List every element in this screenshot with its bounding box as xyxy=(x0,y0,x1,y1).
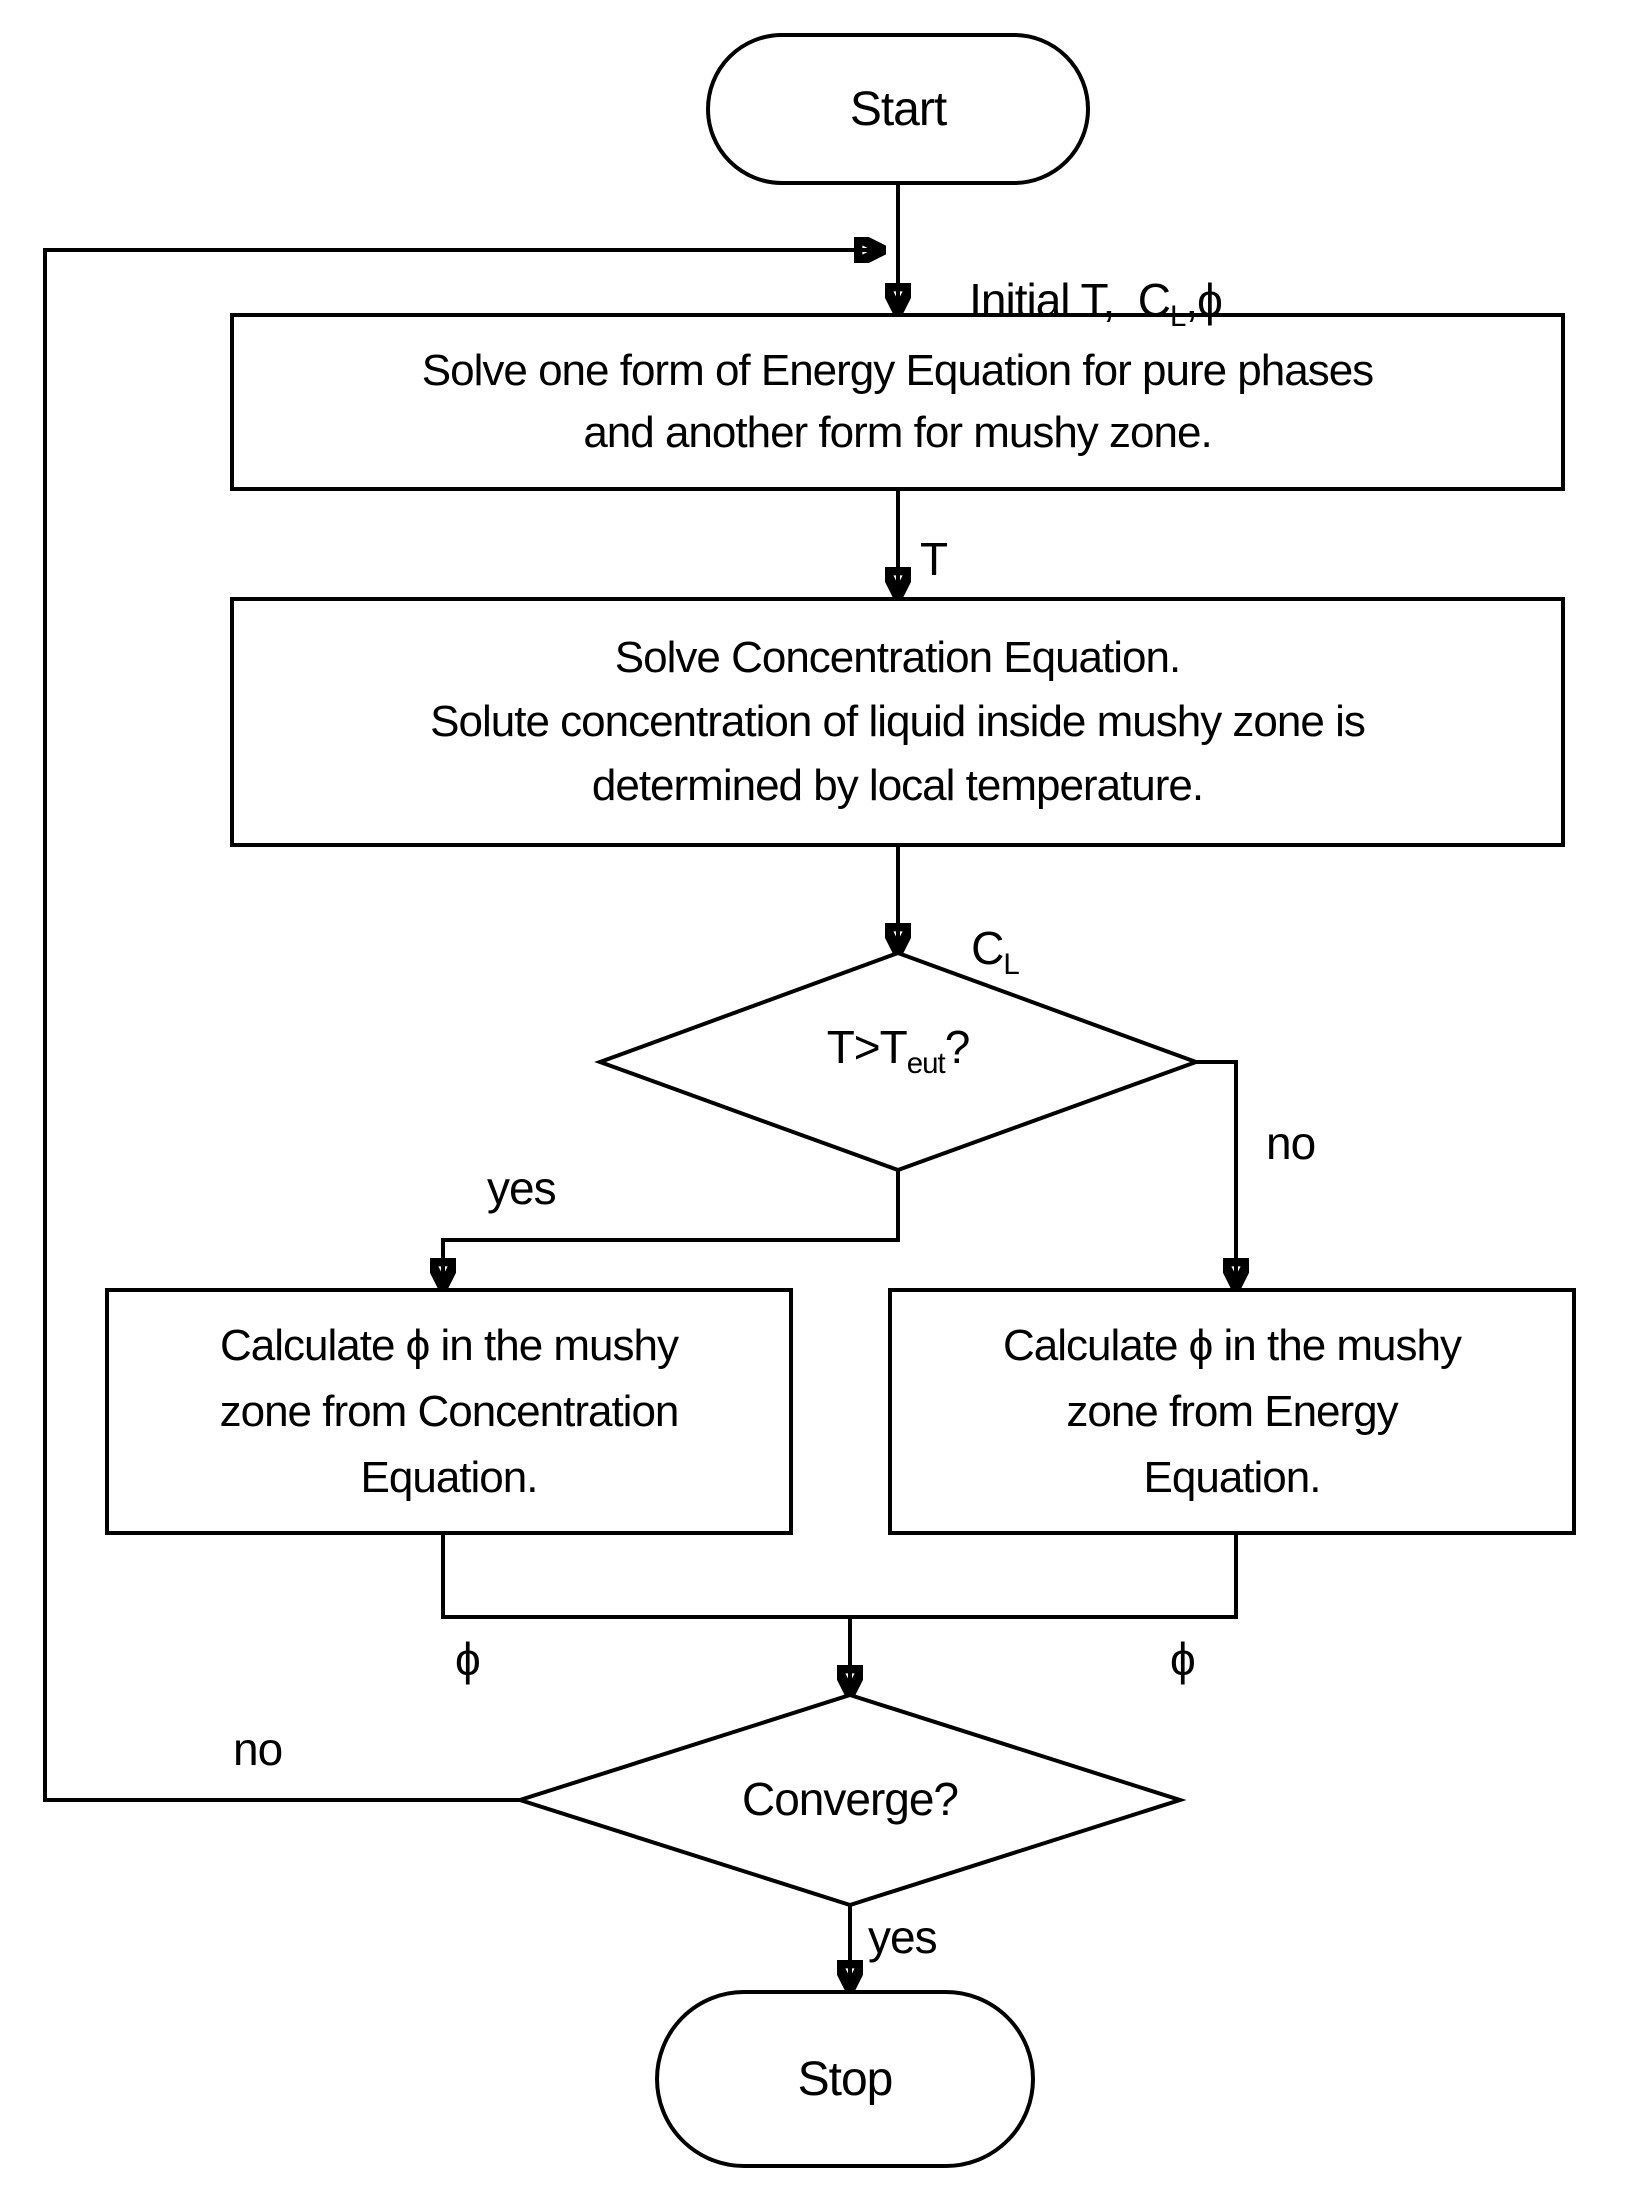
calc-energy-line-3: Equation. xyxy=(1143,1452,1322,1502)
teut-no-label: no xyxy=(1266,1117,1316,1169)
start-label: Start xyxy=(849,82,947,136)
cl-sub: L xyxy=(1003,947,1019,981)
concentration-equation-box: Solve Concentration Equation. Solute con… xyxy=(230,597,1565,847)
initial-sub: L xyxy=(1170,299,1186,333)
initial-post: ,ϕ xyxy=(1185,273,1223,326)
calc-energy-line-1: Calculate ϕ in the mushy xyxy=(1003,1320,1462,1370)
energy-line-1: Solve one form of Energy Equation for pu… xyxy=(421,346,1374,395)
teut-post: ? xyxy=(944,1021,971,1073)
teut-sub: eut xyxy=(906,1047,946,1081)
concentration-line-3: determined by local temperature. xyxy=(591,761,1204,810)
phi-right-label: ϕ xyxy=(1170,1633,1196,1685)
energy-line-2: and another form for mushy zone. xyxy=(583,408,1212,457)
concentration-line-1: Solve Concentration Equation. xyxy=(614,633,1181,682)
teut-pre: T>T xyxy=(826,1021,908,1073)
initial-values-label: Initial T, CL,ϕ xyxy=(922,224,1223,376)
teut-decision-label: T>Teut? xyxy=(638,1021,1158,1079)
energy-equation-box: Solve one form of Energy Equation for pu… xyxy=(230,313,1565,491)
edge-teut-no xyxy=(1196,1060,1236,1282)
calc-phi-concentration-box: Calculate ϕ in the mushy zone from Conce… xyxy=(105,1288,793,1535)
converge-no-label: no xyxy=(233,1723,283,1775)
calc-conc-line-1: Calculate ϕ in the mushy xyxy=(220,1320,679,1370)
stop-label: Stop xyxy=(797,2052,894,2106)
calc-energy-line-2: zone from Energy xyxy=(1066,1386,1398,1436)
converge-yes-label: yes xyxy=(868,1911,938,1963)
converge-decision-label: Converge? xyxy=(741,1773,959,1825)
start-node: Start xyxy=(706,33,1090,185)
temperature-label: T xyxy=(920,533,948,585)
calc-conc-line-3: Equation. xyxy=(360,1452,539,1502)
initial-pre: Initial T, C xyxy=(969,273,1171,326)
concentration-line-2: Solute concentration of liquid inside mu… xyxy=(430,697,1366,746)
edge-teut-yes xyxy=(443,1170,900,1282)
cl-pre: C xyxy=(971,921,1004,974)
edge-converge-no-loop xyxy=(43,250,878,1802)
teut-yes-label: yes xyxy=(487,1162,557,1214)
stop-node: Stop xyxy=(655,1990,1035,2168)
calc-conc-line-2: zone from Concentration xyxy=(219,1386,680,1436)
phi-left-label: ϕ xyxy=(455,1633,481,1685)
calc-phi-energy-box: Calculate ϕ in the mushy zone from Energ… xyxy=(888,1288,1576,1535)
liquid-concentration-label: CL xyxy=(924,872,1020,1024)
